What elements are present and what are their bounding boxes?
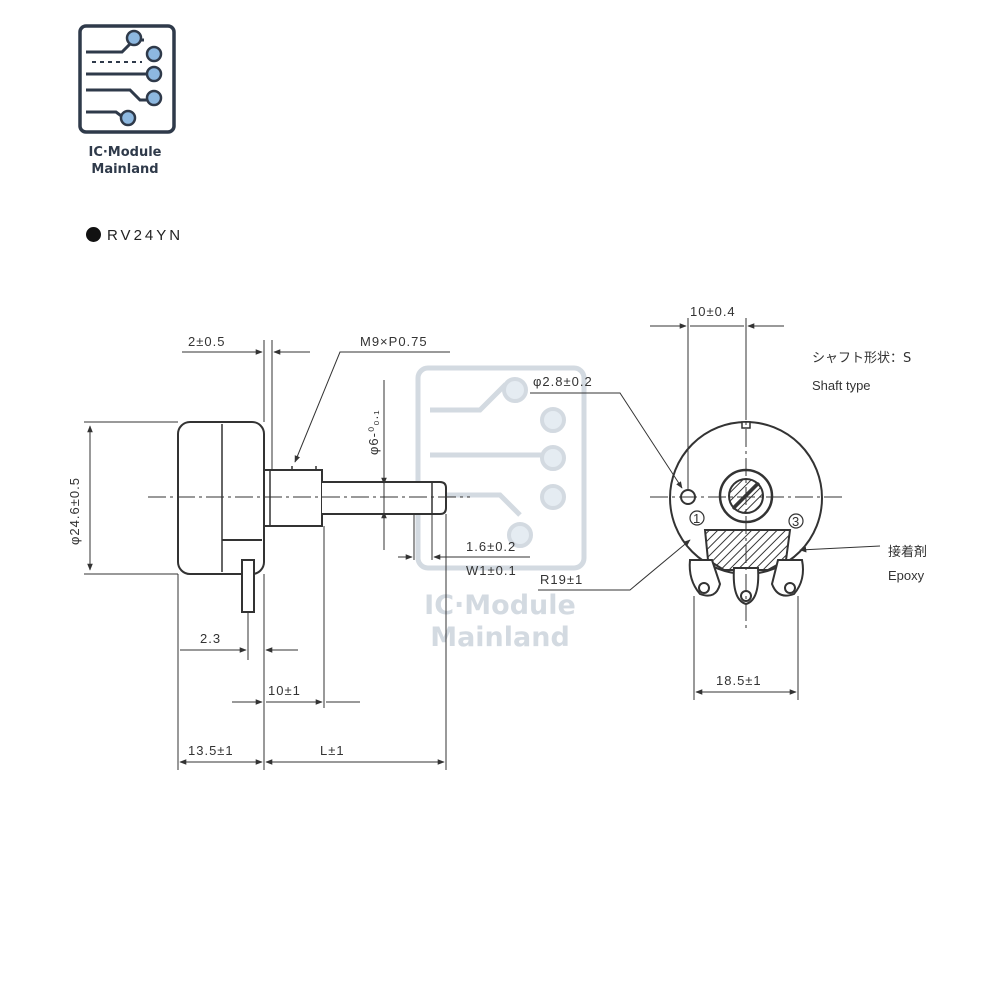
model-title: RV24YN: [86, 227, 183, 244]
dim-body-diameter: φ24.6±0.5: [67, 477, 82, 545]
dim-bushing-length: 10±1: [268, 683, 301, 698]
watermark-text-line2: Mainland: [430, 622, 570, 653]
side-view: [84, 340, 530, 770]
dim-terminal-span: 18.5±1: [716, 673, 762, 688]
dim-pin-offset: 2.3: [200, 631, 221, 646]
logo-text-line1: IC·Module: [88, 145, 162, 160]
shaft-type-jp: シャフト形状：S: [812, 351, 911, 366]
terminal-label-3: 3: [792, 514, 799, 529]
watermark-text-line1: IC·Module: [424, 590, 576, 621]
dim-shaft-length: L±1: [320, 743, 345, 758]
bullet-icon: [86, 227, 101, 242]
logo-text-line2: Mainland: [91, 162, 159, 177]
shaft-type-en: Shaft type: [812, 378, 871, 393]
adhesive-jp: 接着剤: [888, 544, 927, 560]
front-view: [530, 318, 881, 700]
dim-thread-spec: M9×P0.75: [360, 334, 428, 349]
dim-flat-depth: 1.6±0.2: [466, 539, 516, 554]
dim-body-depth: 13.5±1: [188, 743, 234, 758]
dim-shaft-diameter: φ6-⁰₀.₁: [366, 409, 381, 455]
dim-thread-length: 2±0.5: [188, 334, 225, 349]
dim-flat-width: W1±0.1: [466, 563, 517, 578]
dim-radius: R19±1: [540, 572, 583, 587]
brand-logo: [72, 22, 182, 182]
terminal-pin: [241, 559, 255, 613]
dim-hole-diameter: φ2.8±0.2: [533, 374, 593, 389]
model-name: RV24YN: [107, 227, 184, 244]
threaded-bushing: [263, 469, 323, 527]
terminal-label-1: 1: [693, 511, 700, 526]
circuit-board-icon: [78, 24, 176, 134]
adhesive-en: Epoxy: [888, 568, 925, 583]
watermark: IC·Module Mainland: [415, 365, 587, 653]
dim-front-width: 10±0.4: [690, 304, 736, 319]
potentiometer-body: [177, 421, 265, 575]
